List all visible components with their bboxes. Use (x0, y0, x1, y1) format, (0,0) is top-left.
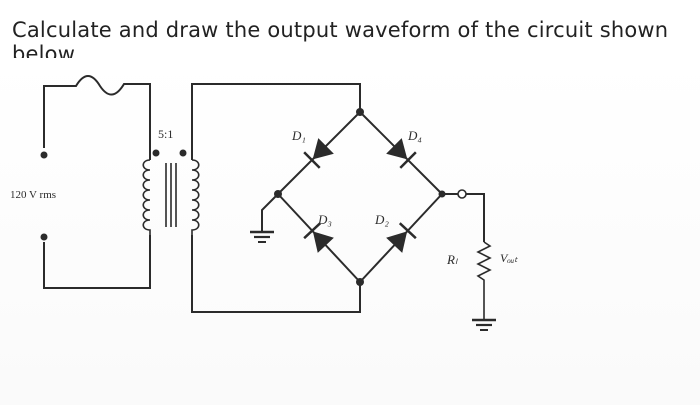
output-terminal (457, 189, 467, 199)
vout-label: Vₒᵤₜ (500, 251, 518, 265)
turns-ratio-label: 5:1 (158, 127, 173, 141)
output-branch (442, 189, 496, 331)
input-terminal-bottom (40, 233, 48, 241)
secondary-dot (179, 149, 187, 157)
node-bottom (356, 278, 364, 286)
transformer (142, 149, 200, 235)
load-resistor (476, 241, 492, 320)
node-top (356, 108, 364, 116)
diode-d4 (386, 138, 417, 169)
rl-label: Rₗ (446, 252, 458, 267)
primary-coil (142, 159, 151, 235)
diode-d1 (303, 138, 334, 169)
source-label: 120 V rms (10, 189, 56, 201)
secondary-bottom-wire (191, 235, 361, 313)
ground-left (250, 193, 279, 243)
d4-label: D₄ (407, 128, 422, 143)
secondary-top-wire (191, 83, 361, 160)
fuse (43, 75, 151, 160)
d3-label: D₃ (317, 212, 332, 227)
diode-d3 (303, 222, 334, 253)
secondary-coil (191, 159, 200, 235)
primary-dot (152, 149, 160, 157)
d1-label: D₁ (291, 128, 306, 143)
primary-lower-lead (43, 235, 151, 289)
circuit-panel (0, 58, 700, 405)
diode-d2 (386, 222, 417, 253)
input-terminal-top (40, 151, 48, 159)
question-text: Calculate and draw the output waveform o… (12, 18, 669, 66)
d2-label: D₂ (374, 212, 389, 227)
